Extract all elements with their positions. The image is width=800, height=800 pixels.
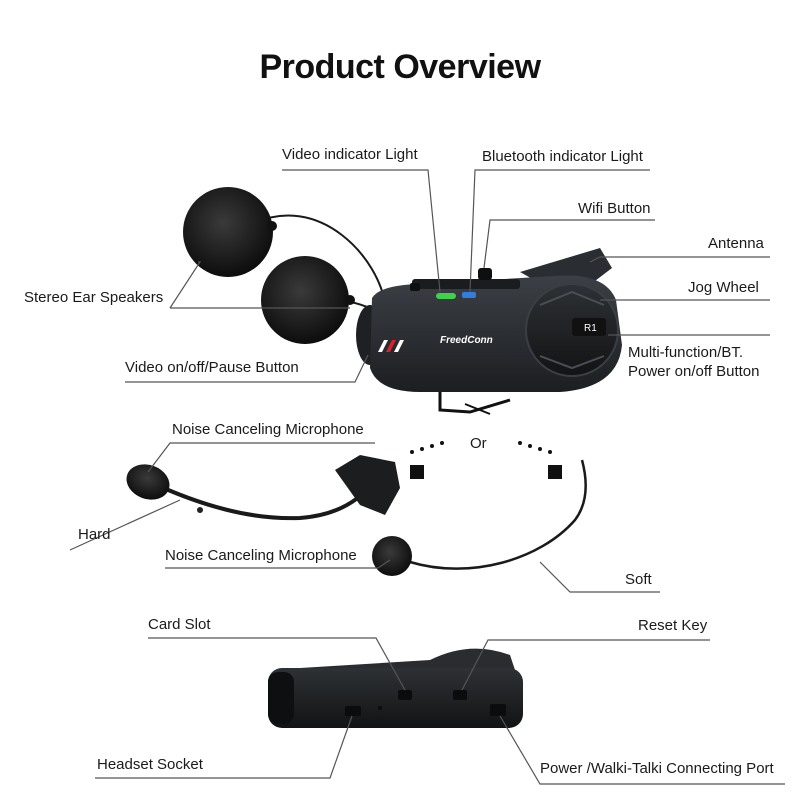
card-slot [398, 690, 412, 700]
or-separator [410, 441, 562, 479]
video-indicator-led [436, 293, 456, 299]
brand-logo: FreedConn [440, 335, 493, 346]
label-stereo-ear-speakers: Stereo Ear Speakers [24, 289, 164, 306]
label-headset-socket: Headset Socket [97, 756, 203, 773]
mic-foam-hard [126, 464, 170, 500]
label-multi-function-line2: Power on/off Button [628, 363, 760, 380]
label-bluetooth-indicator-light: Bluetooth indicator Light [482, 148, 643, 165]
intercom-device-side [268, 648, 523, 728]
label-power-port: Power /Walki-Talki Connecting Port [540, 760, 774, 777]
label-soft: Soft [625, 571, 652, 588]
intercom-device-front [356, 248, 622, 415]
label-noise-mic-hard: Noise Canceling Microphone [172, 421, 364, 438]
mic-foam-soft [372, 536, 412, 576]
or-label: Or [470, 435, 487, 452]
label-multi-function-line1: Multi-function/BT. [628, 344, 744, 361]
page-title: Product Overview [259, 48, 541, 86]
label-video-indicator-light: Video indicator Light [282, 146, 418, 163]
label-antenna: Antenna [708, 235, 764, 252]
leader-lines [69, 169, 785, 785]
reset-key [453, 690, 467, 700]
label-jog-wheel: Jog Wheel [688, 279, 759, 296]
stereo-ear-speakers [183, 187, 386, 344]
label-card-slot: Card Slot [148, 616, 211, 633]
ear-speaker-right [261, 256, 349, 344]
label-wifi-button: Wifi Button [578, 200, 651, 217]
label-noise-mic-soft: Noise Canceling Microphone [165, 547, 357, 564]
ear-speaker-left [183, 187, 273, 277]
label-reset-key: Reset Key [638, 617, 708, 634]
power-port [490, 704, 506, 716]
headset-socket [345, 706, 361, 716]
model-badge: R1 [584, 323, 597, 334]
label-hard: Hard [78, 526, 111, 543]
label-video-pause-button: Video on/off/Pause Button [125, 359, 299, 376]
bluetooth-indicator-led [462, 292, 476, 298]
red-stripes [378, 340, 404, 352]
microphone-hard-boom [126, 455, 400, 521]
